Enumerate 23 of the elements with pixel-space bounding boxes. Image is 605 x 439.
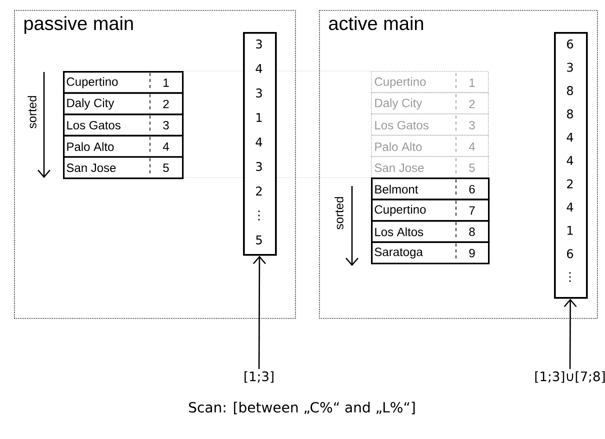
table-row: Los Altos 8 — [371, 220, 490, 243]
table-row: Palo Alto 4 — [63, 134, 184, 158]
faded-table-row: San Jose 5 — [371, 156, 489, 178]
table-row: Saratoga 9 — [371, 241, 490, 264]
rotated-label: sorted — [334, 197, 344, 230]
caption: Scan: [between „C%“ and „L%“] — [189, 402, 415, 414]
table-row: Cupertino 1 — [63, 71, 184, 94]
rotated-label: sorted — [28, 96, 36, 128]
faded-table-row: Los Gatos 3 — [371, 114, 489, 136]
range-label: [1;3] — [244, 371, 274, 383]
range-label: [1;3]∪[7;8] — [535, 371, 605, 383]
table-row: Daly City 2 — [63, 92, 184, 116]
table-row: Cupertino 7 — [371, 198, 490, 222]
table-row: Belmont 6 — [371, 178, 490, 200]
table-row: San Jose 5 — [63, 156, 184, 180]
value-column: 6 3 8 8 4 4 2 4 1 6 ⋮ — [554, 32, 588, 299]
arrow — [253, 256, 266, 369]
faded-table-row: Cupertino 1 — [371, 71, 489, 94]
faded-table-row: Daly City 2 — [371, 92, 489, 114]
arrow — [564, 298, 577, 369]
table-row: Los Gatos 3 — [63, 114, 184, 136]
faded-table-row: Palo Alto 4 — [371, 134, 489, 157]
value-column: 3 4 3 1 4 3 2 ⋮ 5 — [243, 32, 277, 256]
